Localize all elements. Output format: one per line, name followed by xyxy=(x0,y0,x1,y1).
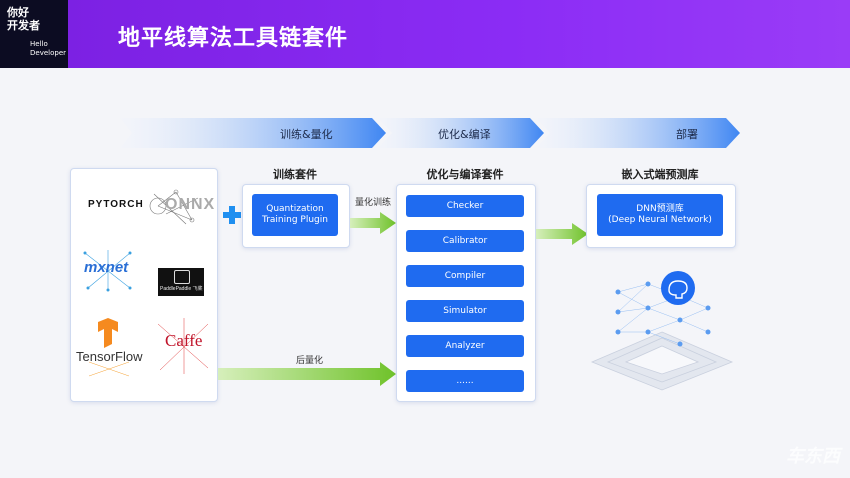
deploy-arrow xyxy=(536,223,588,245)
onnx-logo: ONNX xyxy=(165,196,216,213)
tensorflow-logo: TensorFlow xyxy=(76,349,143,364)
qat-arrow xyxy=(350,212,396,234)
quantization-training-plugin-button[interactable]: Quantization Training Plugin xyxy=(252,194,338,236)
dnn-library-label: DNN预测库 xyxy=(636,204,684,214)
mxnet-logo: mxnet xyxy=(84,259,129,276)
deploy-title: 嵌入式端预测库 xyxy=(621,168,699,181)
mxnet-logo-icon xyxy=(83,250,132,292)
qat-label: 量化训练 xyxy=(355,198,392,208)
checker-button[interactable]: Checker xyxy=(406,195,524,217)
neural-chip-illustration xyxy=(590,271,734,391)
logo-sub1: Hello xyxy=(30,40,48,48)
optimize-title: 优化与编译套件 xyxy=(426,168,504,181)
logo-line2: 开发者 xyxy=(7,19,40,32)
brain-icon-bg xyxy=(661,271,695,305)
paddle-label: PaddlePaddle 飞桨 xyxy=(160,286,203,292)
analyzer-button[interactable]: Analyzer xyxy=(406,335,524,357)
compiler-button[interactable]: Compiler xyxy=(406,265,524,287)
stage-label-1: 训练&量化 xyxy=(280,128,333,141)
logo: 你好 开发者 Hello Developer xyxy=(0,0,68,68)
training-title: 训练套件 xyxy=(273,168,317,181)
logo-sub: Hello Developer xyxy=(30,40,66,58)
calibrator-button[interactable]: Calibrator xyxy=(406,230,524,252)
dnn-library-button[interactable]: DNN预测库 (Deep Neural Network) xyxy=(597,194,723,236)
plus-icon xyxy=(223,206,241,224)
paddle-logo: PaddlePaddle 飞桨 xyxy=(158,268,204,296)
tensorflow-logo-icon xyxy=(88,318,130,377)
logo-title: 你好 开发者 xyxy=(7,6,40,32)
pytorch-logo: PYTORCH xyxy=(88,199,144,210)
stage-labels: 训练&量化 优化&编译 部署 xyxy=(120,118,740,148)
paddle-icon xyxy=(174,270,190,284)
optimize-card xyxy=(396,184,536,402)
brain-icon xyxy=(668,280,688,299)
flow-arrows xyxy=(218,212,396,386)
ptq-label: 后量化 xyxy=(296,356,324,366)
simulator-button[interactable]: Simulator xyxy=(406,300,524,322)
header-bar xyxy=(0,0,850,68)
logo-line1: 你好 xyxy=(7,6,29,19)
dnn-library-sublabel: (Deep Neural Network) xyxy=(608,215,712,225)
stage-label-3: 部署 xyxy=(676,128,698,141)
caffe-logo-icon xyxy=(157,318,209,374)
onnx-logo-icon xyxy=(149,189,199,225)
stage-arrow-1 xyxy=(120,118,386,148)
stage-arrow-2 xyxy=(378,118,544,148)
ptq-arrow xyxy=(218,362,396,386)
quantization-training-plugin-label: Quantization Training Plugin xyxy=(262,204,328,225)
watermark: 车东西 xyxy=(786,446,840,467)
page-title: 地平线算法工具链套件 xyxy=(118,26,349,51)
stage-label-2: 优化&编译 xyxy=(438,128,491,141)
more-tools-button[interactable]: ...... xyxy=(406,370,524,392)
stage-arrow-3 xyxy=(536,118,740,148)
stage-arrows xyxy=(120,118,740,148)
caffe-logo: Caffe xyxy=(165,331,203,350)
logo-sub2: Developer xyxy=(30,49,67,57)
